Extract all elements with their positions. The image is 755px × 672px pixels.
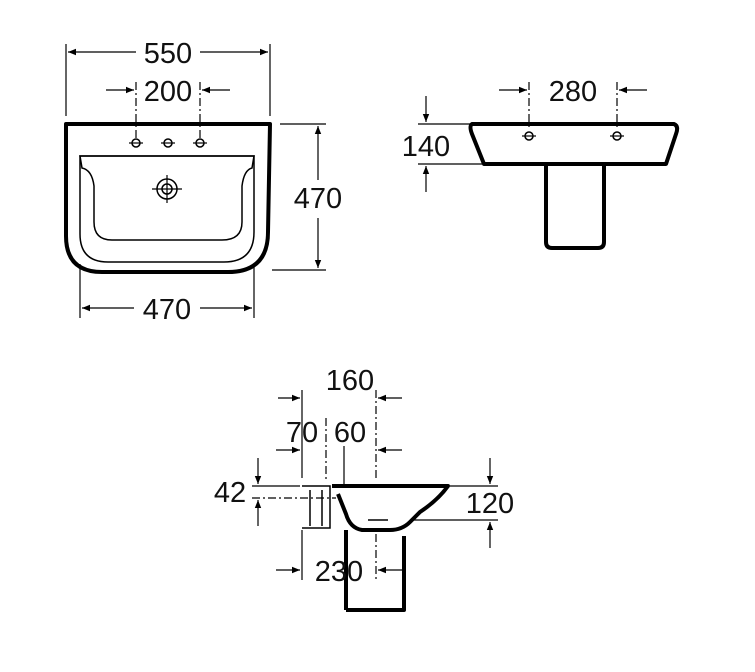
label-60: 60 [334, 417, 366, 449]
label-120: 120 [466, 488, 514, 520]
pedestal-holes [522, 131, 624, 141]
wall-bracket [302, 485, 331, 529]
front-view: 550 200 470 470 [64, 38, 342, 326]
label-160: 160 [326, 365, 374, 397]
dim-tap-hole-spacing: 200 [106, 76, 230, 140]
label-550: 550 [144, 38, 192, 70]
dim-bottom-width: 470 [79, 264, 255, 326]
dim-hole-spacing: 280 [499, 76, 647, 130]
label-470-depth: 470 [294, 183, 342, 215]
pedestal-basin-outline [468, 122, 680, 166]
label-42: 42 [214, 477, 246, 509]
tap-holes [129, 138, 207, 148]
basin-inner-rim [79, 155, 255, 263]
dim-42: 42 [214, 458, 336, 526]
side-view: 160 70 60 42 120 [214, 365, 514, 612]
dim-230: 230 [276, 530, 402, 588]
label-70: 70 [286, 417, 318, 449]
side-basin-profile [332, 484, 450, 532]
dim-rim-height: 140 [402, 96, 482, 192]
basin-outline [64, 122, 272, 274]
basin-bowl [79, 155, 255, 241]
label-200: 200 [144, 76, 192, 108]
dim-overall-width: 550 [65, 38, 271, 116]
dim-depth: 470 [272, 123, 342, 271]
pedestal-column [544, 166, 606, 250]
label-140: 140 [402, 131, 450, 163]
label-230: 230 [315, 556, 363, 588]
side-pedestal-profile [344, 530, 406, 612]
pedestal-view: 280 140 [402, 76, 680, 250]
dim-160: 160 [278, 365, 402, 480]
drain-icon [152, 175, 182, 203]
label-280: 280 [549, 76, 597, 108]
dim-120: 120 [412, 458, 514, 548]
label-470-width: 470 [143, 294, 191, 326]
dim-70-60: 70 60 [276, 417, 402, 484]
